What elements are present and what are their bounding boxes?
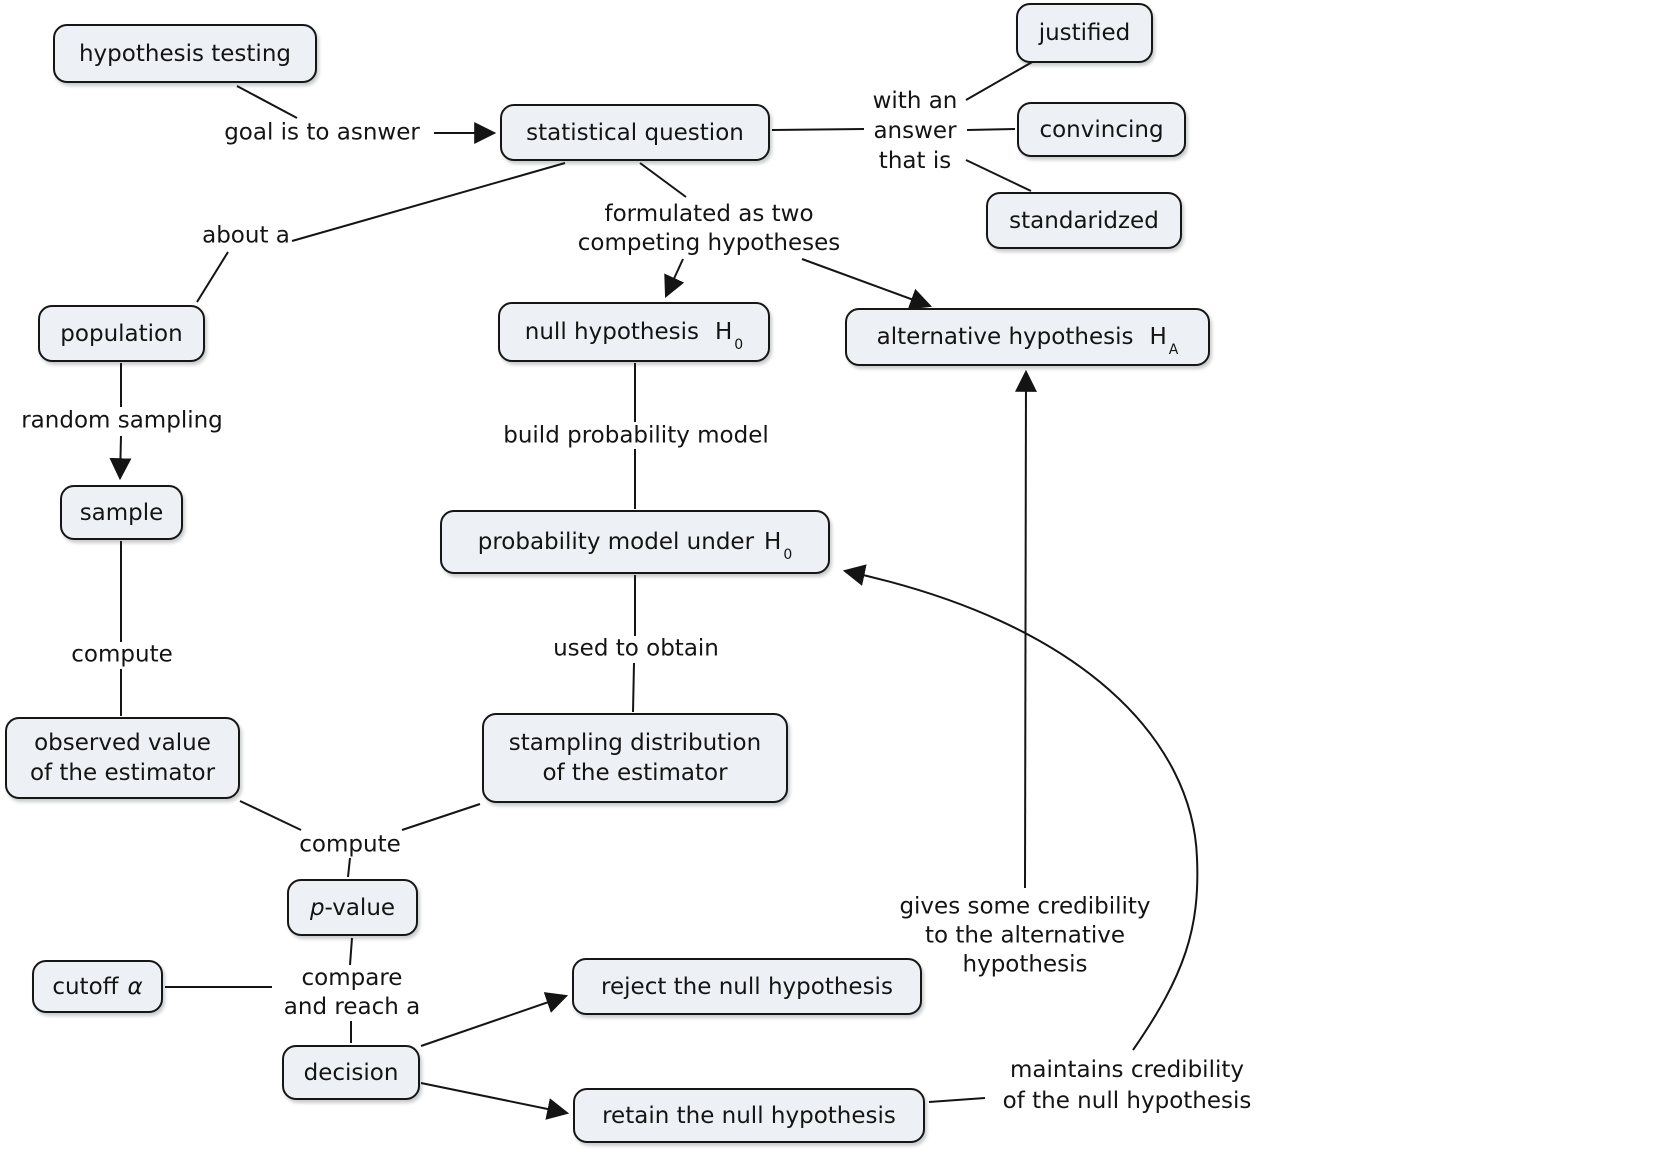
node-label: population <box>60 320 183 347</box>
node-decision[interactable]: decision <box>282 1045 420 1100</box>
edge-label-line2: to the alternative <box>924 922 1126 949</box>
edge-label-line1: gives some credibility <box>899 893 1151 920</box>
edge-label-line1: formulated as two <box>604 201 814 227</box>
node-label-line1: observed value <box>34 730 211 756</box>
edge-label-compute-mid[interactable]: compute <box>299 831 401 858</box>
edge-observed-to-compute <box>239 800 302 831</box>
node-label: justified <box>1038 20 1131 46</box>
node-label: alternative hypothesis <box>876 324 1134 350</box>
p-symbol: p <box>309 894 325 921</box>
node-standaridzed[interactable]: standaridzed <box>986 192 1182 249</box>
edge-label-compute-left[interactable]: compute <box>71 641 173 668</box>
node-label: standaridzed <box>1009 207 1159 234</box>
alpha-symbol: α <box>127 973 143 1000</box>
edge-gives-to-alternative <box>1014 369 1037 889</box>
node-stampling-distribution-of-estimator[interactable]: stampling distribution of the estimator <box>482 713 788 803</box>
edge-label-line2: answer <box>873 118 957 144</box>
edge-label-line1: maintains credibility <box>1010 1057 1244 1083</box>
edge-label-about-a[interactable]: about a <box>202 222 290 249</box>
edge-retain-to-maintains <box>928 1097 986 1103</box>
edge-label-goal-is-to-answer[interactable]: goal is to asnwer <box>224 119 420 146</box>
edge-statistical-to-about <box>291 162 566 242</box>
node-reject-null-hypothesis[interactable]: reject the null hypothesis <box>572 958 922 1015</box>
node-hypothesis-testing[interactable]: hypothesis testing <box>53 24 317 83</box>
edge-label-gives-some-credibility[interactable]: gives some credibility to the alternativ… <box>899 893 1150 980</box>
edge-hypothesis-to-goal <box>236 85 298 119</box>
edge-statistical-to-formulated <box>639 162 687 198</box>
node-convincing[interactable]: convincing <box>1017 102 1186 157</box>
edge-label-line3: hypothesis <box>962 951 1088 978</box>
node-label: decision <box>303 1059 399 1086</box>
edge-formulated-to-null <box>664 258 685 298</box>
node-p-value[interactable]: p-value <box>287 879 418 936</box>
edge-label-line2: competing hypotheses <box>577 230 841 256</box>
edge-about-to-population <box>196 251 229 303</box>
node-justified[interactable]: justified <box>1016 3 1153 63</box>
node-cutoff-alpha[interactable]: cutoff α <box>32 960 163 1013</box>
edge-stampling-to-compute <box>401 803 481 831</box>
edge-label-maintains-credibility[interactable]: maintains credibility of the null hypoth… <box>1003 1055 1252 1117</box>
edge-thatis-to-standaridzed <box>965 159 1032 192</box>
node-label: statistical question <box>526 119 744 146</box>
edge-maintains-to-probability-model <box>842 564 1199 1051</box>
edge-label-formulated-as-two[interactable]: formulated as two competing hypotheses <box>578 200 841 258</box>
node-label-line2: of the estimator <box>542 760 728 786</box>
edge-sampling-to-sample <box>109 435 132 481</box>
node-label-line2: of the estimator <box>29 760 216 786</box>
node-sample[interactable]: sample <box>60 485 183 540</box>
node-population[interactable]: population <box>38 305 205 362</box>
edge-label-used-to-obtain[interactable]: used to obtain <box>553 635 719 662</box>
node-statistical-question[interactable]: statistical question <box>500 104 770 161</box>
edge-statistical-to-answer <box>771 128 865 131</box>
node-label: reject the null hypothesis <box>601 973 893 1000</box>
edge-label-build-probability-model[interactable]: build probability model <box>503 422 769 449</box>
edge-label-line2: and reach a <box>283 994 421 1020</box>
edge-withan-to-justified <box>965 60 1035 101</box>
node-label: -value <box>324 894 396 921</box>
node-label: sample <box>79 499 164 526</box>
node-label: cutoff <box>52 973 119 1000</box>
node-label: null hypothesis <box>524 319 699 345</box>
edge-used-to-stampling <box>632 662 635 713</box>
node-label: probability model under <box>477 529 755 555</box>
edge-decision-to-reject <box>420 992 569 1047</box>
edge-label-line1: compare <box>301 965 403 991</box>
node-label: convincing <box>1039 116 1164 143</box>
edge-label-line3: that is <box>878 148 952 174</box>
node-label: retain the null hypothesis <box>602 1102 896 1129</box>
edge-compute-to-pvalue <box>347 857 351 878</box>
edge-formulated-to-alternative <box>801 258 933 310</box>
node-label: hypothesis testing <box>78 40 291 67</box>
edge-pvalue-to-compare <box>349 937 353 966</box>
node-observed-value-of-estimator[interactable]: observed value of the estimator <box>5 717 240 799</box>
edge-decision-to-retain <box>420 1082 570 1120</box>
edge-label-line1: with an <box>872 88 958 114</box>
node-retain-null-hypothesis[interactable]: retain the null hypothesis <box>573 1088 925 1143</box>
node-label-line1: stampling distribution <box>508 730 762 756</box>
edge-label-line2: of the null hypothesis <box>1002 1088 1252 1114</box>
edge-label-compare-and-reach-a[interactable]: compare and reach a <box>284 964 420 1022</box>
edge-label-random-sampling[interactable]: random sampling <box>21 407 223 434</box>
edge-answer-to-convincing <box>966 128 1016 131</box>
edge-label-with-an-answer-that-is[interactable]: with an answer that is <box>873 86 958 176</box>
